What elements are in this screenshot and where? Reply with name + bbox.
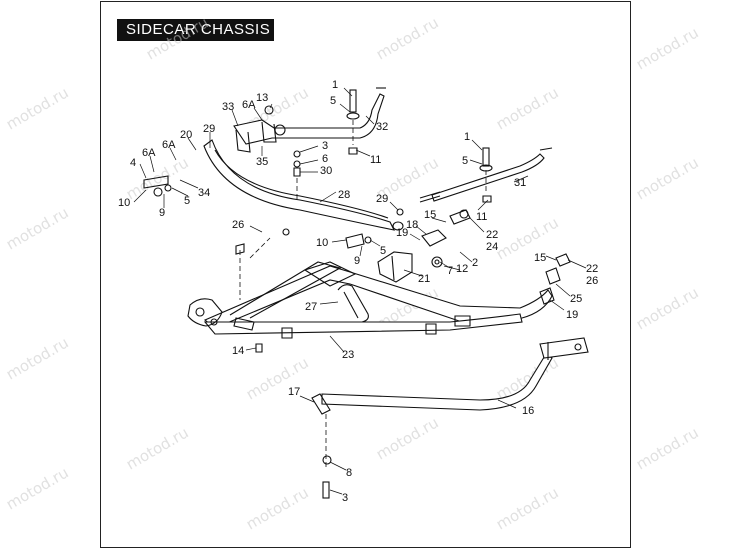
callout-label: 13: [256, 92, 268, 104]
callout-label: 9: [159, 207, 165, 219]
callout-label: 17: [288, 386, 300, 398]
watermark: motod.ru: [373, 13, 442, 63]
callout-label: 5: [380, 245, 386, 257]
watermark: motod.ru: [123, 423, 192, 473]
watermark: motod.ru: [493, 213, 562, 263]
side-bracket-set: [539, 253, 571, 305]
alignment-lines: [239, 120, 487, 470]
callout-label: 25: [570, 293, 582, 305]
leaf-spring: [203, 139, 404, 231]
callout-label: 19: [396, 227, 408, 239]
callout-label: 14: [232, 345, 244, 357]
callout-label: 6A: [242, 99, 256, 111]
watermark: motod.ru: [3, 463, 72, 513]
callout-label: 6A: [162, 139, 176, 151]
main-frame-tube: [187, 261, 553, 339]
callout-label: 10: [316, 237, 328, 249]
watermark: motod.ru: [3, 203, 72, 253]
callout-label: 18: [406, 219, 418, 231]
diagram-title: SIDECAR CHASSIS: [117, 19, 274, 41]
callout-label: 22: [586, 263, 598, 275]
callout-label: 4: [130, 157, 136, 169]
callout-label: 29: [203, 123, 215, 135]
callout-label: 32: [376, 121, 388, 133]
watermark: motod.ru: [243, 353, 312, 403]
callout-label: 26: [586, 275, 598, 287]
callout-label: 12: [456, 263, 468, 275]
callout-label: 19: [566, 309, 578, 321]
callout-label: 1: [464, 131, 470, 143]
callout-label: 7: [447, 265, 453, 277]
callout-label: 3: [342, 492, 348, 504]
callout-label: 33: [222, 101, 234, 113]
diagram-frame: [100, 1, 631, 548]
callout-label: 35: [256, 156, 268, 168]
upper-bracket: [233, 87, 386, 153]
callout-label: 11: [476, 211, 487, 223]
u-bolt: [337, 284, 369, 323]
callout-label: 5: [330, 95, 336, 107]
callout-labels: 1 5 32 11 13 33 6A 20 29 6A 6A 4 3 6 30 …: [118, 79, 598, 504]
callout-label: 24: [486, 241, 498, 253]
callout-label: 3: [322, 140, 328, 152]
watermark: motod.ru: [3, 83, 72, 133]
watermark: motod.ru: [633, 423, 702, 473]
fasteners: [143, 89, 493, 499]
callout-label: 15: [424, 209, 436, 221]
callout-label: 6: [322, 153, 328, 165]
callout-label: 30: [320, 165, 332, 177]
callout-label: 21: [418, 273, 430, 285]
callout-label: 22: [486, 229, 498, 241]
watermark: motod.ru: [3, 333, 72, 383]
callout-label: 16: [522, 405, 534, 417]
leader-lines: [133, 87, 587, 495]
watermark: motod.ru: [143, 13, 212, 63]
callout-label: 1: [332, 79, 338, 91]
watermark: motod.ru: [633, 283, 702, 333]
callout-label: 11: [370, 154, 381, 166]
callout-label: 29: [376, 193, 388, 205]
callout-label: 15: [534, 252, 546, 264]
stabilizer-rod: [419, 147, 553, 203]
callout-label: 10: [118, 197, 130, 209]
watermark: motod.ru: [243, 483, 312, 533]
rear-support-tube: [311, 337, 589, 415]
front-mount-cluster: [377, 209, 471, 283]
watermark: motod.ru: [633, 153, 702, 203]
callout-label: 9: [354, 255, 360, 267]
callout-label: 26: [232, 219, 244, 231]
callout-label: 27: [305, 301, 317, 313]
callout-label: 2: [472, 257, 478, 269]
callout-label: 31: [514, 177, 526, 189]
watermark: motod.ru: [633, 23, 702, 73]
watermark: motod.ru: [493, 483, 562, 533]
callout-label: 20: [180, 129, 192, 141]
callout-label: 5: [184, 195, 190, 207]
watermark: motod.ru: [493, 83, 562, 133]
callout-label: 8: [346, 467, 352, 479]
watermark: motod.ru: [373, 413, 442, 463]
callout-label: 23: [342, 349, 354, 361]
callout-label: 34: [198, 187, 210, 199]
callout-label: 6A: [142, 147, 156, 159]
callout-label: 5: [462, 155, 468, 167]
callout-label: 28: [338, 189, 350, 201]
